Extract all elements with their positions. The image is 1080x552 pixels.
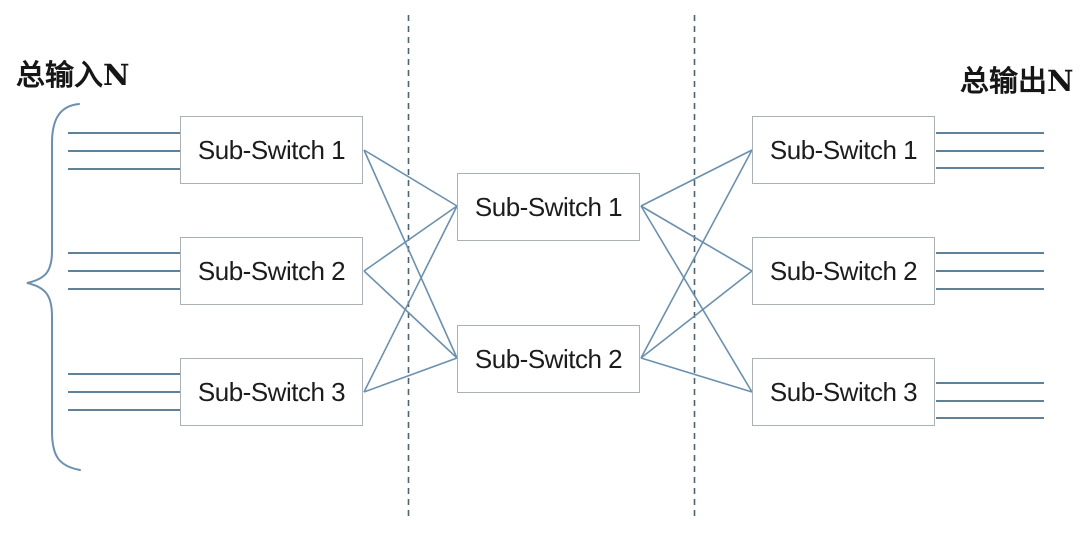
stage2-stage3-links	[640, 149, 753, 393]
stage3-node-sub-switch-1: Sub-Switch 1	[752, 116, 935, 184]
stage2-node-sub-switch-2: Sub-Switch 2	[457, 325, 640, 393]
input-group-brace	[26, 103, 81, 471]
stage3-node-sub-switch-2: Sub-Switch 2	[752, 237, 935, 305]
stage1-stage2-links	[363, 149, 458, 393]
stage1-node-sub-switch-2: Sub-Switch 2	[180, 237, 363, 305]
stage1-node-sub-switch-3: Sub-Switch 3	[180, 358, 363, 426]
output-trunk-lines	[936, 132, 1044, 419]
stage1-node-sub-switch-1: Sub-Switch 1	[180, 116, 363, 184]
input-trunk-lines	[68, 132, 180, 411]
stage3-node-sub-switch-3: Sub-Switch 3	[752, 358, 935, 426]
total-output-label: 总输出N	[960, 64, 1074, 98]
total-input-label: 总输入N	[16, 58, 130, 92]
stage2-node-sub-switch-1: Sub-Switch 1	[457, 173, 640, 241]
